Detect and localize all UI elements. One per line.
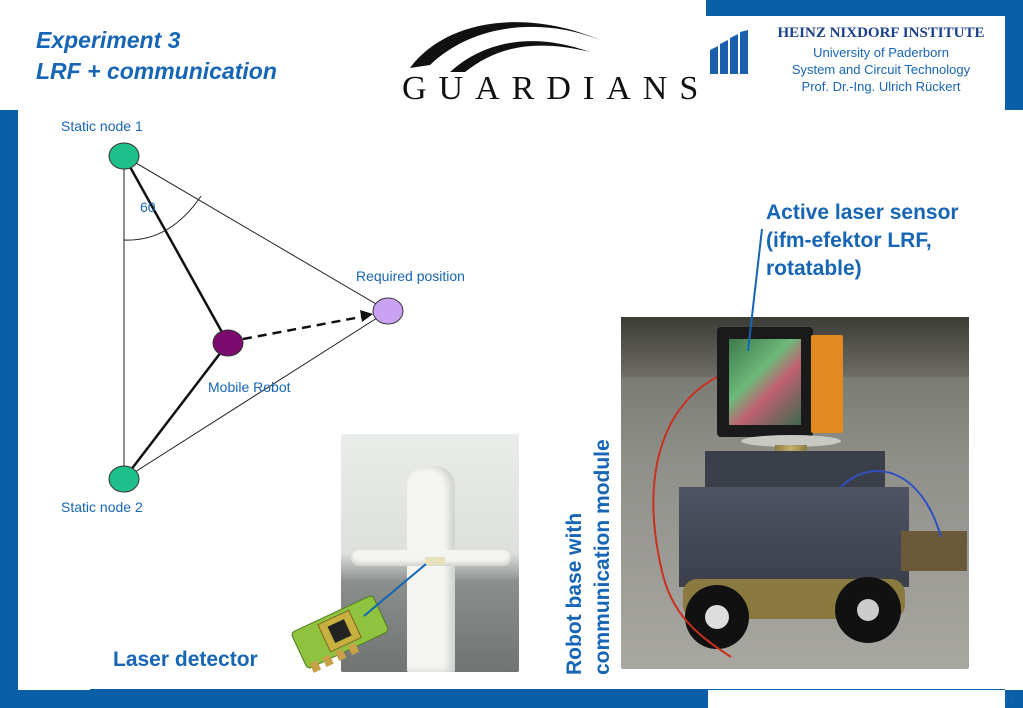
top-frame-bar	[706, 0, 1023, 16]
guardians-logo-text: GUARDIANS	[402, 70, 711, 107]
active-sensor-label-line2: (ifm-efektor LRF,	[766, 229, 932, 252]
line-node1-to-target	[123, 155, 389, 312]
robot-cables	[652, 376, 942, 658]
wheel-hub-right	[857, 599, 879, 621]
page-number: 16	[1004, 693, 1015, 703]
sensor-rotation-plate	[741, 435, 841, 447]
wheel-hub-left	[705, 605, 729, 629]
mobile-robot-label: Mobile Robot	[208, 379, 291, 395]
required-position-label: Required position	[356, 268, 465, 284]
laser-sensor-window	[729, 339, 801, 425]
communication-board	[901, 531, 967, 571]
robot-base-label-line2: communication module	[591, 439, 614, 675]
line-node1-to-robot	[122, 155, 230, 344]
required-position-node	[372, 297, 404, 325]
line-node2-to-target	[123, 310, 389, 480]
static-node-1	[108, 142, 140, 170]
laser-detector-label: Laser detector	[113, 648, 258, 671]
robot-top-box	[705, 451, 885, 491]
arrow-head	[360, 310, 373, 322]
laser-detector-chip	[291, 595, 389, 673]
static-node-1-label: Static node 1	[61, 118, 143, 134]
bottom-page-area	[708, 690, 1005, 708]
line-node2-to-robot	[123, 342, 229, 480]
institute-line3: Prof. Dr.-Ing. Ulrich Rückert	[801, 79, 961, 94]
robot-photo	[621, 317, 969, 669]
localization-diagram	[108, 142, 404, 493]
institute-line1: University of Paderborn	[813, 45, 949, 60]
slide-title-line1: Experiment 3	[36, 27, 181, 53]
institute-line2: System and Circuit Technology	[791, 62, 971, 77]
static-node-2-label: Static node 2	[61, 499, 143, 515]
left-frame-bar	[0, 110, 18, 690]
angle-label: 60	[140, 199, 156, 215]
sensor-pointer-line	[747, 228, 763, 352]
slide-title-line2: LRF + communication	[36, 58, 277, 84]
robot-base-label: Robot base with communication module	[561, 405, 617, 675]
robot-base-label-line1: Robot base with	[563, 512, 586, 675]
mobile-robot-node	[212, 329, 244, 357]
detector-mount	[425, 557, 445, 565]
guardians-logo-swoosh	[410, 22, 600, 72]
sensor-side-panel	[811, 335, 843, 433]
movement-arrow	[242, 314, 367, 341]
bottom-divider	[90, 689, 1005, 690]
angle-arc	[123, 195, 202, 241]
detector-pointer-line	[363, 563, 427, 617]
robot-base-body	[679, 487, 909, 587]
active-sensor-label-line1: Active laser sensor	[766, 201, 959, 224]
institute-name: HEINZ NIXDORF INSTITUTE	[777, 25, 985, 41]
active-sensor-label-line3: rotatable)	[766, 257, 862, 280]
static-node-2	[108, 465, 140, 493]
institute-logo-icon	[710, 30, 748, 74]
white-pole	[407, 466, 455, 672]
right-frame-bar	[1005, 0, 1023, 110]
